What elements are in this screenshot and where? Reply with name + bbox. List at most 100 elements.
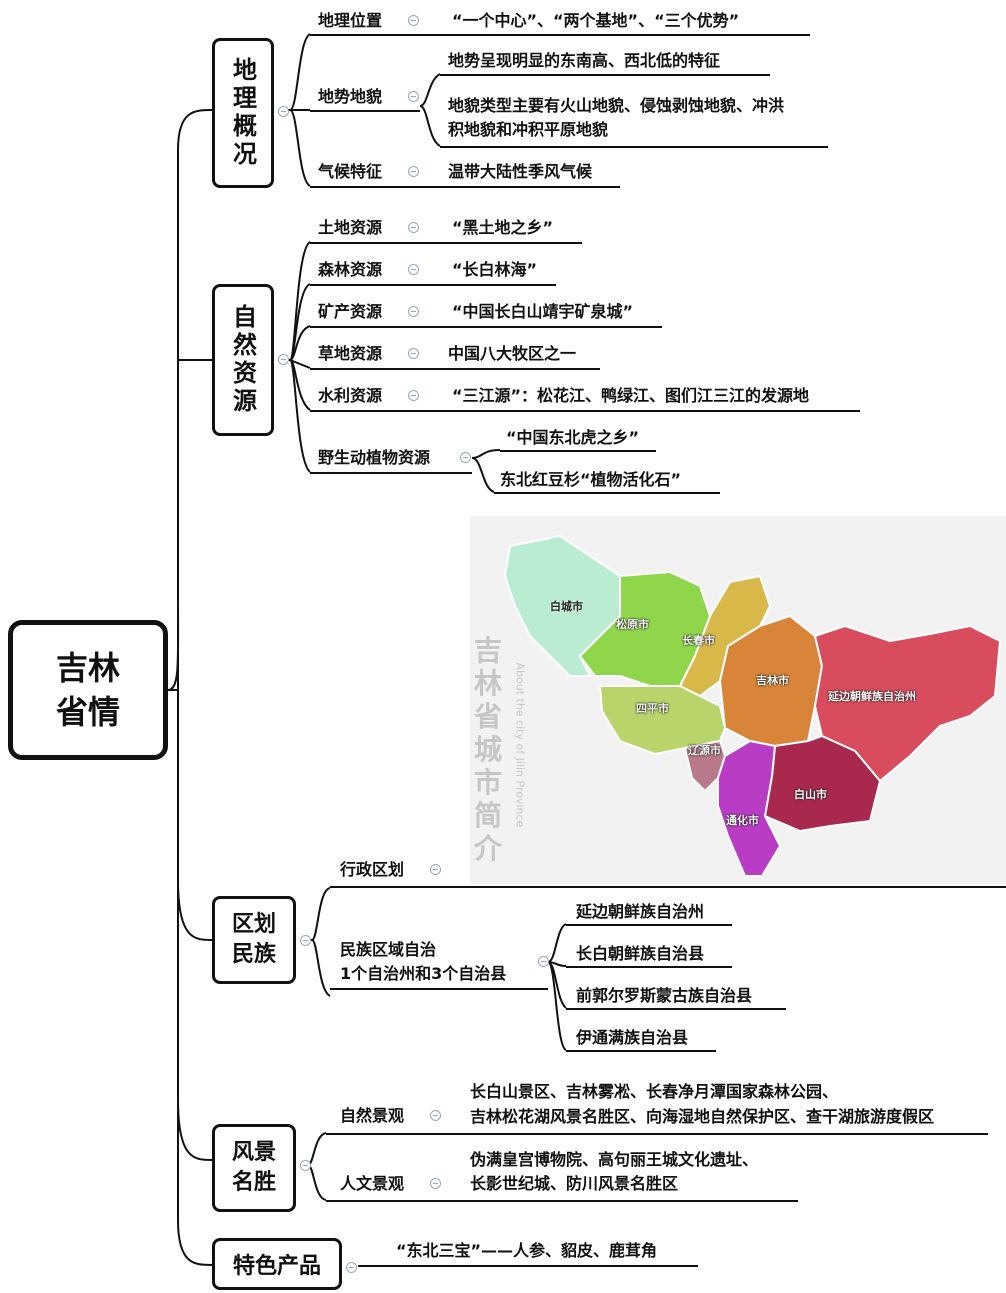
- category-products[interactable]: 特色产品: [212, 1238, 342, 1290]
- geo-location-label[interactable]: 地理位置: [318, 11, 383, 30]
- city-label-siping[interactable]: 四平市: [636, 702, 669, 715]
- sce-culture-2[interactable]: 长影世纪城、防川风景名胜区: [470, 1174, 679, 1193]
- divider: [310, 368, 600, 370]
- collapse-mineral-icon[interactable]: [408, 306, 419, 317]
- collapse-geo-icon[interactable]: [278, 106, 289, 117]
- div-admin-label[interactable]: 行政区划: [340, 860, 405, 879]
- connector-products: [168, 689, 213, 1266]
- geo-terrain-1[interactable]: 地势呈现明显的东南高、西北低的特征: [448, 51, 721, 70]
- collapse-scenery-icon[interactable]: [300, 1160, 311, 1171]
- collapse-grass-icon[interactable]: [408, 348, 419, 359]
- sce-culture-label[interactable]: 人文景观: [340, 1174, 405, 1193]
- category-resources-label: 自然资源: [228, 304, 257, 416]
- connector-geo: [167, 109, 213, 691]
- geo-terrain-2b[interactable]: 积地貌和冲积平原地貌: [448, 120, 609, 139]
- geo-location-value[interactable]: “一个中心”、“两个基地”、“三个优势”: [452, 11, 740, 30]
- map-vertical-subtitle: About the city of Jilin Province: [513, 662, 527, 828]
- divider: [358, 1265, 698, 1267]
- prod-value[interactable]: “东北三宝”——人参、貂皮、鹿茸角: [396, 1241, 658, 1260]
- city-label-songyuan[interactable]: 松原市: [616, 618, 649, 631]
- geo-climate-value[interactable]: 温带大陆性季风气候: [448, 162, 593, 181]
- city-label-jilin[interactable]: 吉林市: [756, 674, 789, 687]
- root-node[interactable]: 吉林 省情: [8, 620, 168, 760]
- res-mineral-value[interactable]: “中国长白山靖宇矿泉城”: [452, 302, 634, 321]
- res-forest-value[interactable]: “长白林海”: [452, 260, 538, 279]
- res-wildlife-1[interactable]: “中国东北虎之乡”: [506, 428, 640, 447]
- collapse-natural-icon[interactable]: [430, 1110, 441, 1121]
- sce-natural-label[interactable]: 自然景观: [340, 1106, 405, 1125]
- divider: [310, 186, 620, 188]
- geo-terrain-label[interactable]: 地势地貌: [318, 87, 383, 106]
- map-region-yanbian: [814, 625, 1001, 782]
- collapse-climate-icon[interactable]: [408, 166, 419, 177]
- city-label-liaoyuan[interactable]: 辽源市: [688, 744, 721, 757]
- divider: [330, 988, 548, 990]
- divider: [310, 34, 810, 36]
- res-wildlife-2[interactable]: 东北红豆杉“植物活化石”: [500, 470, 682, 489]
- sce-culture-1[interactable]: 伪满皇宫博物院、高句丽王城文化遗址、: [470, 1150, 759, 1169]
- divider: [326, 1133, 988, 1135]
- collapse-location-icon[interactable]: [408, 15, 419, 26]
- div-ethnic-item-3[interactable]: 前郭尔罗斯蒙古族自治县: [576, 986, 753, 1005]
- collapse-admin-icon[interactable]: [430, 864, 441, 875]
- map-region-siping: [599, 685, 726, 755]
- collapse-resources-icon[interactable]: [278, 354, 289, 365]
- collapse-land-icon[interactable]: [408, 222, 419, 233]
- divider: [566, 924, 732, 926]
- category-resources[interactable]: 自然资源: [212, 284, 274, 436]
- map-region-tonghua: [717, 740, 781, 877]
- category-scenery-label: 风景名胜: [231, 1140, 276, 1195]
- connector-resources: [168, 359, 212, 691]
- collapse-forest-icon[interactable]: [408, 264, 419, 275]
- div-ethnic-item-2[interactable]: 长白朝鲜族自治县: [576, 944, 705, 963]
- divider: [440, 74, 770, 76]
- collapse-culture-icon[interactable]: [430, 1178, 441, 1189]
- divider: [566, 1008, 786, 1010]
- collapse-products-icon[interactable]: [346, 1262, 357, 1273]
- res-wildlife-label[interactable]: 野生动植物资源: [318, 448, 431, 467]
- div-ethnic-label-2[interactable]: 1个自治州和3个自治县: [340, 964, 507, 983]
- map-vertical-title: 吉林省城市简介: [473, 634, 502, 865]
- collapse-division-icon[interactable]: [300, 935, 311, 946]
- city-label-baishan[interactable]: 白山市: [794, 788, 827, 801]
- res-water-value[interactable]: “三江源”：松花江、鸭绿江、图们江三江的发源地: [452, 386, 810, 405]
- res-forest-label[interactable]: 森林资源: [318, 260, 383, 279]
- res-land-value[interactable]: “黑土地之乡”: [452, 218, 554, 237]
- div-ethnic-item-1[interactable]: 延边朝鲜族自治州: [576, 902, 705, 921]
- res-grass-label[interactable]: 草地资源: [318, 344, 383, 363]
- divider: [310, 472, 472, 474]
- divider: [310, 110, 420, 112]
- res-land-label[interactable]: 土地资源: [318, 218, 383, 237]
- collapse-terrain-icon[interactable]: [408, 91, 419, 102]
- div-ethnic-label-1[interactable]: 民族区域自治: [340, 940, 437, 959]
- res-grass-value[interactable]: 中国八大牧区之一: [448, 344, 577, 363]
- divider: [566, 1050, 716, 1052]
- city-label-changchun[interactable]: 长春市: [682, 634, 715, 647]
- collapse-ethnic-icon[interactable]: [538, 956, 549, 967]
- res-mineral-label[interactable]: 矿产资源: [318, 302, 383, 321]
- category-geo[interactable]: 地理概况: [212, 38, 274, 188]
- divider: [310, 326, 662, 328]
- geo-climate-label[interactable]: 气候特征: [318, 162, 383, 181]
- category-scenery[interactable]: 风景名胜: [212, 1124, 296, 1212]
- sce-natural-1[interactable]: 长白山景区、吉林雾凇、长春净月潭国家森林公园、: [470, 1082, 839, 1101]
- div-ethnic-item-4[interactable]: 伊通满族自治县: [576, 1028, 689, 1047]
- sce-natural-2[interactable]: 吉林松花湖风景名胜区、向海湿地自然保护区、查干湖旅游度假区: [470, 1107, 935, 1126]
- category-division[interactable]: 区划民族: [212, 896, 296, 984]
- divider: [440, 146, 828, 148]
- divider: [310, 242, 582, 244]
- geo-terrain-2a[interactable]: 地貌类型主要有火山地貌、侵蚀剥蚀地貌、冲洪: [448, 96, 785, 115]
- city-label-tonghua[interactable]: 通化市: [726, 814, 759, 827]
- divider: [330, 886, 1006, 888]
- connector-division: [168, 689, 213, 941]
- res-water-label[interactable]: 水利资源: [318, 386, 383, 405]
- divider: [500, 450, 656, 452]
- city-label-yanbian[interactable]: 延边朝鲜族自治州: [828, 690, 916, 703]
- collapse-water-icon[interactable]: [408, 390, 419, 401]
- city-label-baicheng[interactable]: 白城市: [550, 600, 583, 613]
- collapse-wildlife-icon[interactable]: [460, 452, 471, 463]
- divider: [326, 1200, 798, 1202]
- category-products-label: 特色产品: [232, 1254, 321, 1279]
- divider: [310, 410, 860, 412]
